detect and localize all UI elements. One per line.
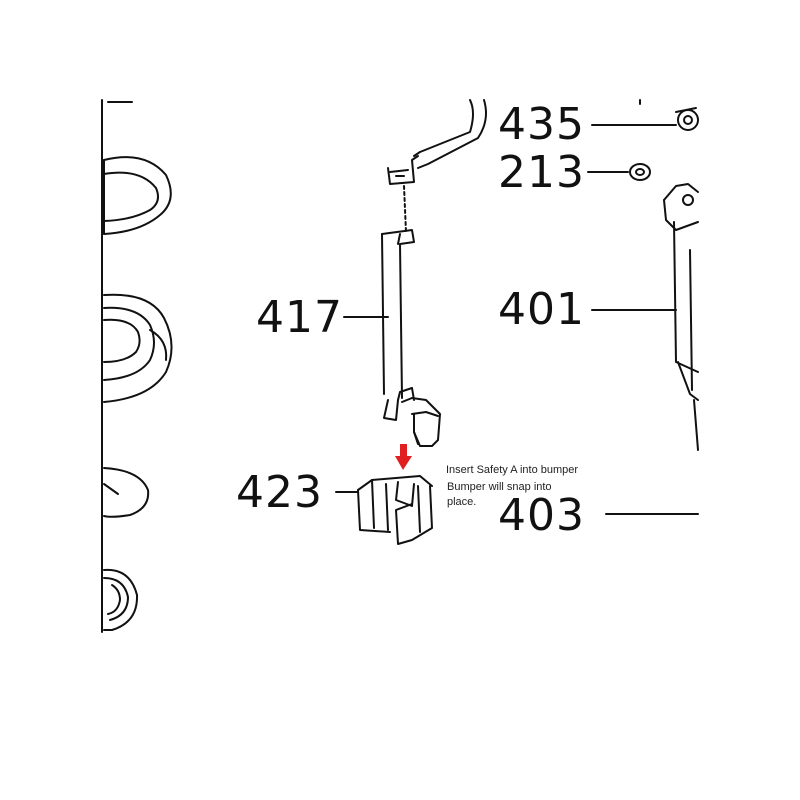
label-435: 435	[498, 99, 585, 150]
label-423: 423	[236, 467, 323, 518]
left-assembly-stack	[101, 99, 173, 633]
insert-arrow-icon	[395, 444, 412, 470]
part-423-bumper	[335, 475, 433, 545]
part-417-rod	[343, 155, 441, 447]
part-435-bracket	[413, 99, 699, 169]
label-403: 403	[498, 490, 585, 541]
annotation-line-1: Insert Safety A into bumper	[446, 464, 579, 476]
label-213: 213	[498, 147, 585, 198]
label-401: 401	[498, 284, 585, 335]
part-213-nut	[587, 163, 651, 181]
part-401-housing	[591, 183, 699, 451]
annotation-line-3: place.	[447, 496, 477, 508]
annotation-line-2: Bumper will snap into	[447, 481, 552, 493]
label-417: 417	[256, 292, 343, 343]
